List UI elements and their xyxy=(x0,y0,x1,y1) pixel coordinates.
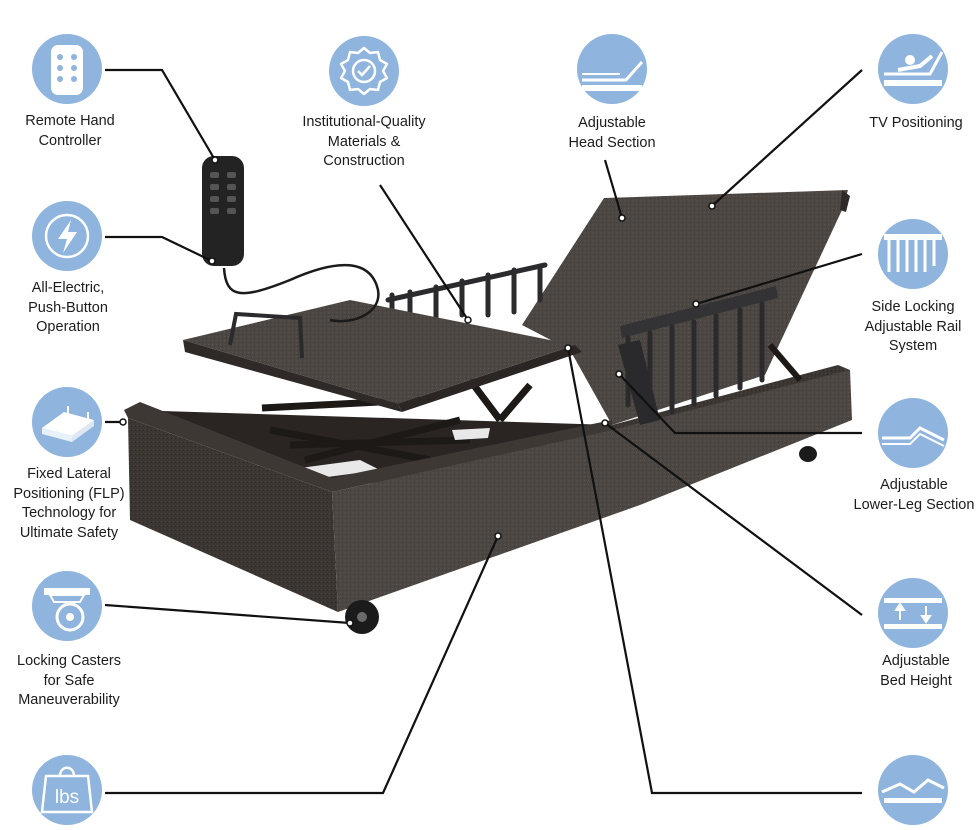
bed-base-front-side xyxy=(128,418,338,612)
weight-lbs-icon: lbs xyxy=(32,755,102,825)
head-section-board xyxy=(522,190,848,425)
electric-label: All-Electric, Push-Button Operation xyxy=(28,280,108,335)
tv-position-icon xyxy=(878,34,948,104)
leader-legs xyxy=(618,373,862,435)
head-section-icon xyxy=(577,34,647,104)
contour-icon xyxy=(878,755,948,825)
remote-cord xyxy=(222,263,380,323)
foot-handle xyxy=(228,311,304,359)
lightning-bolt-icon xyxy=(32,201,102,271)
bed-base-front-end xyxy=(332,370,852,612)
rear-caster-wheel xyxy=(799,446,817,462)
lower-leg-label: Adjustable Lower-Leg Section xyxy=(853,477,975,513)
caster-wheel-icon xyxy=(32,571,102,641)
lower-leg-icon xyxy=(878,398,948,468)
leader-rail xyxy=(695,252,863,306)
casters-label: Locking Casters for Safe Maneuverability xyxy=(17,653,121,708)
foot-section-hinge-edge xyxy=(398,345,582,412)
leader-tv xyxy=(711,69,863,207)
foot-section-board xyxy=(183,300,575,404)
leader-weight xyxy=(105,535,500,795)
leader-endpoints xyxy=(119,156,716,627)
leader-head xyxy=(603,159,624,219)
bed-height-label: Adjustable Bed Height xyxy=(880,653,952,689)
tv-position-label: TV Positioning xyxy=(869,115,963,131)
fixed-lateral-icon xyxy=(32,387,102,457)
head-section-edge xyxy=(840,190,850,212)
side-rail-icon xyxy=(878,219,948,289)
leader-remote xyxy=(105,68,216,161)
bed-base-top-rim xyxy=(124,402,612,492)
far-side-rail xyxy=(385,262,548,321)
leader-lines xyxy=(104,68,863,795)
foot-section-edge xyxy=(183,340,402,412)
leader-height xyxy=(604,422,863,616)
remote-buttons xyxy=(210,172,236,214)
quality-badge-icon xyxy=(329,36,399,106)
side-rail-label: Side Locking Adjustable Rail System xyxy=(864,299,962,354)
bed-illustration xyxy=(124,156,852,634)
leader-electric xyxy=(105,235,213,262)
weight-lbs-text: lbs xyxy=(55,787,79,808)
head-support-arm xyxy=(767,343,803,382)
remote-label: Remote Hand Controller xyxy=(25,113,115,149)
leader-casters xyxy=(104,603,351,625)
materials-label: Institutional-Quality Materials & Constr… xyxy=(302,114,426,169)
flp-label: Fixed Lateral Positioning (FLP) Technolo… xyxy=(13,466,125,541)
remote-controller-body xyxy=(202,156,244,266)
front-caster-hub xyxy=(357,612,367,622)
near-rail-mount xyxy=(618,340,660,425)
bed-height-icon xyxy=(878,578,948,648)
remote-control-icon xyxy=(32,34,102,104)
head-section-label: Adjustable Head Section xyxy=(568,115,656,151)
leader-materials xyxy=(379,184,469,321)
bed-floor-opening-2 xyxy=(452,428,490,440)
leader-contour xyxy=(566,347,862,795)
